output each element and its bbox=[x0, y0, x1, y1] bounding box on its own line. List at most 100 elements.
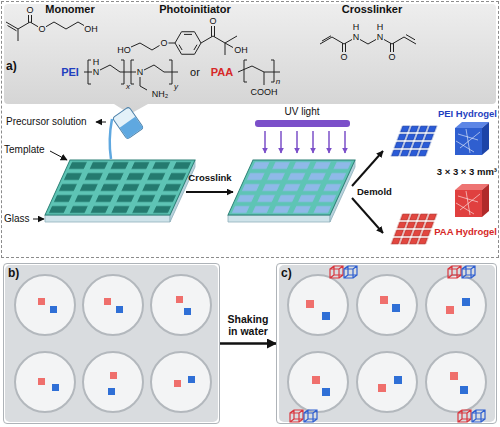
gel-cube bbox=[322, 312, 330, 320]
pei-gels bbox=[322, 298, 470, 396]
gel-cube bbox=[188, 376, 195, 383]
solution bbox=[120, 117, 143, 139]
pei-array bbox=[390, 125, 438, 157]
wells bbox=[15, 275, 211, 412]
conjunction-text: or bbox=[190, 66, 200, 79]
template bbox=[45, 160, 195, 215]
uv-ray bbox=[312, 131, 314, 153]
gel-cube bbox=[446, 306, 454, 314]
well bbox=[151, 275, 211, 335]
part-label: Glass bbox=[4, 213, 30, 225]
uv-ray bbox=[296, 131, 298, 153]
template bbox=[228, 160, 355, 215]
uv-rays bbox=[265, 131, 345, 153]
demold-arrow bbox=[352, 198, 383, 233]
panel-label: b) bbox=[8, 267, 19, 280]
product-label: PEI Hydrogel bbox=[438, 109, 497, 120]
atom-label: N bbox=[93, 67, 100, 77]
atom-label: H bbox=[93, 57, 100, 67]
repeat-subscript: y bbox=[174, 82, 178, 91]
step-label: Demold bbox=[357, 187, 392, 198]
gel-cube bbox=[108, 388, 115, 395]
monomer-bonds bbox=[6, 15, 84, 41]
template-grid bbox=[45, 160, 195, 215]
paa-gels bbox=[38, 296, 183, 387]
atom-label: N bbox=[353, 32, 360, 42]
structure-title: Crosslinker bbox=[342, 3, 403, 16]
hydrogel-array bbox=[390, 125, 438, 157]
atom-label: OH bbox=[84, 24, 98, 34]
wireframe-icons bbox=[290, 266, 485, 422]
wireframe-cube bbox=[344, 266, 357, 278]
crosslinker-bonds bbox=[320, 35, 416, 52]
structure-title: Monomer bbox=[45, 3, 95, 16]
cube-face bbox=[482, 122, 489, 155]
leader-line bbox=[96, 122, 106, 123]
crosslink-arrow bbox=[186, 191, 233, 193]
process-arrows bbox=[33, 122, 383, 233]
edge-label: Shaking in water bbox=[223, 313, 273, 337]
gel-cube bbox=[312, 376, 320, 384]
well bbox=[357, 275, 417, 335]
pei-gels bbox=[50, 306, 195, 395]
well bbox=[15, 352, 75, 412]
gel-cube bbox=[50, 306, 57, 313]
repeat-subscript: n bbox=[276, 77, 280, 86]
photoinitiator-bonds bbox=[131, 26, 237, 55]
atom-label: NH₂ bbox=[152, 89, 169, 99]
gel-cube bbox=[184, 308, 191, 315]
plate bbox=[279, 265, 495, 422]
atom-label: O bbox=[26, 5, 33, 15]
cube-face bbox=[455, 190, 482, 217]
atom-label: OH bbox=[234, 45, 248, 55]
paa-array bbox=[390, 213, 438, 245]
well bbox=[426, 352, 486, 412]
atom-label: COOH bbox=[251, 87, 278, 97]
gel-cube bbox=[306, 300, 314, 308]
gel-cube bbox=[176, 296, 183, 303]
well bbox=[357, 352, 417, 412]
gel-cube bbox=[460, 386, 468, 394]
well bbox=[426, 275, 486, 335]
gel-cube bbox=[394, 376, 402, 384]
gel-cube bbox=[450, 372, 458, 380]
template-grid bbox=[228, 160, 355, 215]
wireframe-cube bbox=[472, 410, 485, 422]
wireframe-cube bbox=[290, 410, 303, 422]
chemical-structures bbox=[6, 15, 416, 90]
product-label: PAA Hydrogel bbox=[434, 227, 497, 238]
well-plate-b bbox=[5, 265, 218, 422]
gel-cube bbox=[110, 372, 117, 379]
dimension-label: 3 × 3 × 3 mm³ bbox=[437, 167, 497, 178]
part-label: UV light bbox=[284, 106, 319, 118]
well-plate-c bbox=[279, 265, 495, 422]
paa-bonds bbox=[238, 60, 280, 85]
wireframe-cube bbox=[462, 266, 475, 278]
uv-ray bbox=[264, 131, 266, 153]
uv-ray bbox=[328, 131, 330, 153]
glass-slide bbox=[228, 215, 330, 222]
demold-arrow bbox=[352, 151, 383, 186]
gel-cube bbox=[38, 378, 45, 385]
well bbox=[15, 275, 75, 335]
network-mesh bbox=[456, 129, 480, 153]
well bbox=[151, 352, 211, 412]
well bbox=[288, 352, 348, 412]
well bbox=[83, 275, 143, 335]
hydrogel-array bbox=[390, 213, 438, 245]
bottle bbox=[112, 107, 143, 140]
step-label: Crosslink bbox=[188, 173, 231, 184]
wireframe-cube bbox=[458, 410, 471, 422]
uv-lamp bbox=[255, 120, 350, 127]
repeat-subscript: x bbox=[126, 82, 130, 91]
atom-label: O bbox=[340, 52, 347, 62]
glass-slide bbox=[45, 215, 170, 222]
atom-label: O bbox=[209, 16, 216, 26]
gel-cube bbox=[378, 384, 386, 392]
gel-cube bbox=[380, 296, 388, 304]
atom-label: H bbox=[353, 22, 360, 32]
gel-cube bbox=[116, 306, 123, 313]
